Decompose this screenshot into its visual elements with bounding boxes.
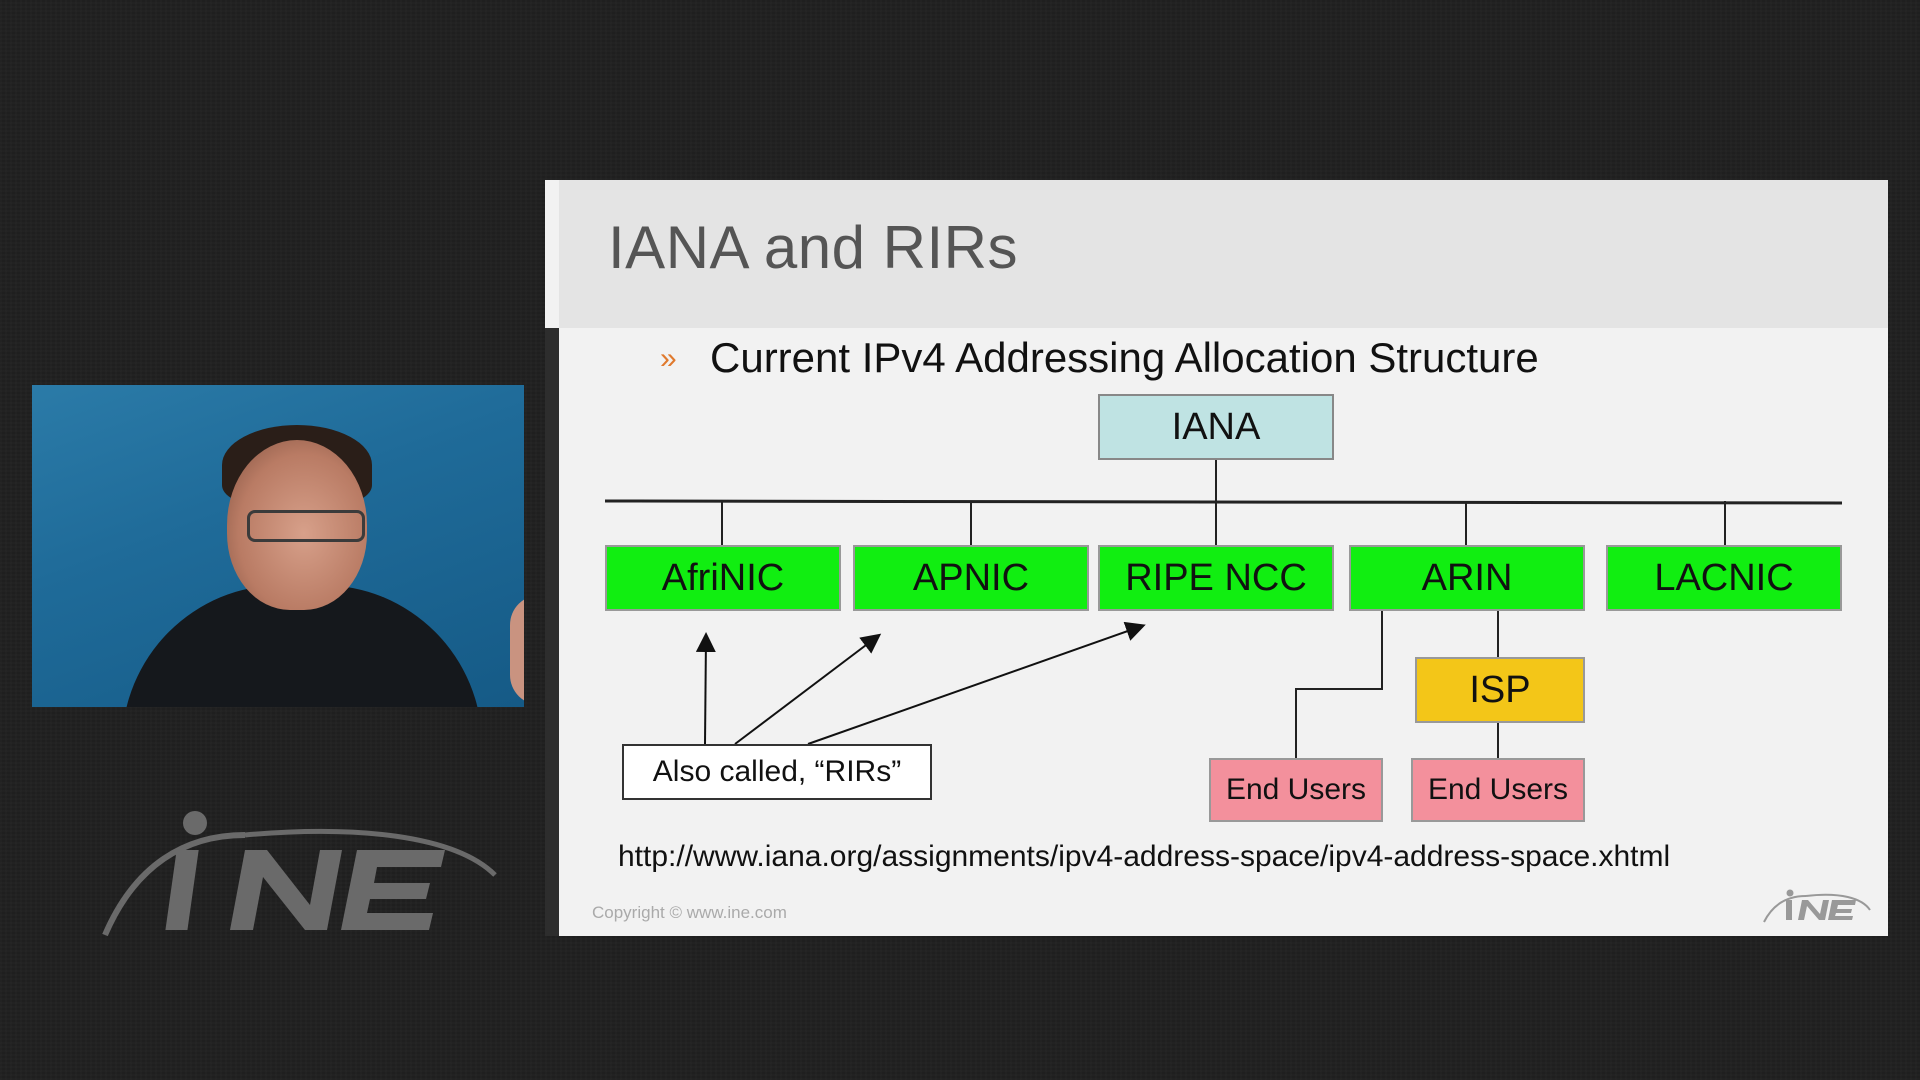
webcam-video <box>32 385 524 707</box>
rir-ripe-ncc-box: RIPE NCC <box>1098 545 1334 611</box>
presenter-hand <box>510 595 524 705</box>
end-users-box: End Users <box>1411 758 1585 822</box>
slide-subtitle: Current IPv4 Addressing Allocation Struc… <box>710 334 1539 381</box>
iana-url-link[interactable]: http://www.iana.org/assignments/ipv4-add… <box>618 840 1671 873</box>
chevron-double-right-icon: » <box>660 342 677 375</box>
iana-box: IANA <box>1098 394 1334 460</box>
slide-title: IANA and RIRs <box>608 214 1019 281</box>
slide-header-band <box>559 180 1888 328</box>
ine-logo-icon <box>1763 889 1871 923</box>
rir-afrinic-box: AfriNIC <box>605 545 841 611</box>
ine-logo-icon <box>102 811 497 937</box>
presenter-glasses <box>247 510 365 542</box>
rirs-callout: Also called, “RIRs” <box>622 744 932 800</box>
rir-arin-box: ARIN <box>1349 545 1585 611</box>
end-users-box: End Users <box>1209 758 1383 822</box>
slide-left-bar <box>545 328 559 936</box>
presenter-head <box>227 440 367 610</box>
isp-box: ISP <box>1415 657 1585 723</box>
copyright-text: Copyright © www.ine.com <box>592 903 787 922</box>
rir-apnic-box: APNIC <box>853 545 1089 611</box>
rir-lacnic-box: LACNIC <box>1606 545 1842 611</box>
